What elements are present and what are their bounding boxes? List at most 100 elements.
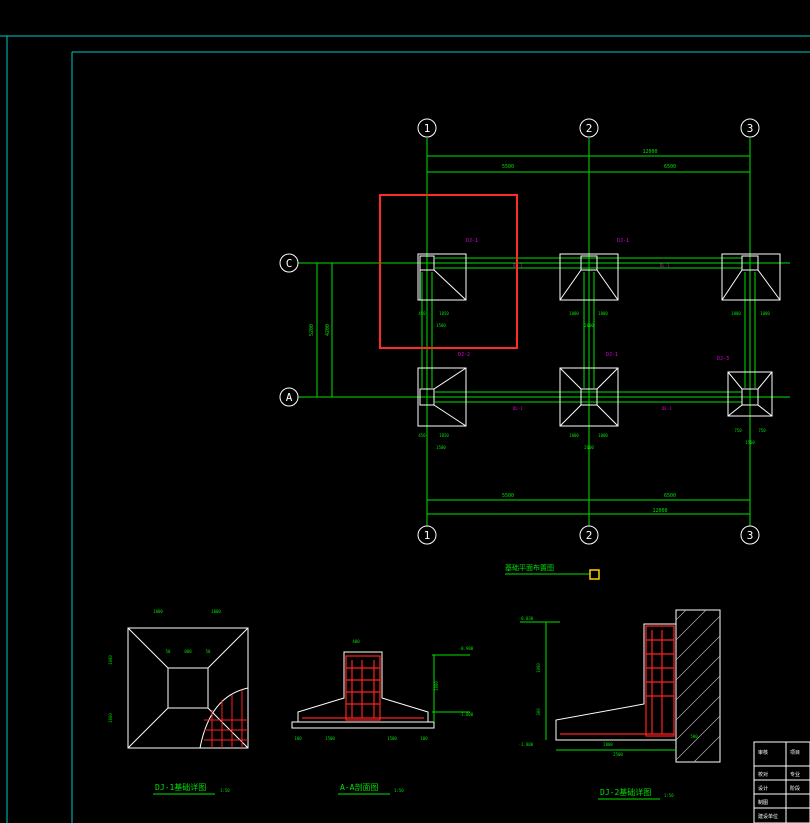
footing-a1[interactable] (417, 367, 467, 427)
detail-dj2 (555, 609, 721, 763)
dj1-dim-1: 1000 (211, 609, 221, 614)
detail-section-aa-rebar (302, 655, 424, 721)
fd-a1-t: 1500 (436, 445, 446, 450)
footing-tag-c1: DJ-1 (466, 238, 478, 244)
axis-label-3-top: 3 (747, 122, 754, 135)
dim-top-total: 12000 (642, 149, 657, 155)
beam-tag-c: DL-1 (513, 263, 523, 268)
dj1-dim-3: 800 (184, 649, 192, 654)
footing-c2[interactable] (559, 253, 619, 301)
footings-plan (417, 253, 781, 427)
tie-beams (421, 257, 756, 403)
dim-top-1: 5500 (502, 164, 514, 170)
dj1-dim-2: 50 (166, 649, 171, 654)
aa-dim-3: 100 (294, 736, 302, 741)
detail-dj1-rebar (204, 690, 248, 748)
dim-left-1: 5200 (309, 324, 315, 336)
dj1-dim-4: 50 (206, 649, 211, 654)
fd-a3-t: 1500 (745, 440, 755, 445)
axis-bubble-a (279, 387, 299, 407)
detail-aa-title: A-A剖面图 (340, 782, 378, 792)
beam-tag-a: DL-1 (513, 406, 523, 411)
dj2-dim-6: 500 (690, 734, 698, 739)
aa-dim-4: 100 (420, 736, 428, 741)
detail-dj2-hatch (675, 609, 721, 763)
detail-dj2-scale: 1:50 (664, 793, 674, 798)
axis-label-1-top: 1 (424, 122, 431, 135)
footing-tag-a3: DJ-3 (717, 356, 729, 362)
dj2-dim-lines (520, 621, 676, 751)
snap-marker-icon[interactable] (589, 569, 600, 580)
fd-c3-w1: 1000 (731, 311, 741, 316)
fd-a2-w1: 1000 (569, 433, 579, 438)
axis-lines (298, 138, 790, 526)
aa-dim-5: -0.900 (459, 646, 474, 651)
axis-bubble-3-bottom (740, 525, 760, 545)
dim-left-2: 4200 (325, 324, 331, 336)
aa-elev-lines (432, 654, 470, 722)
footing-c3[interactable] (721, 253, 781, 301)
dj2-dim-2: 300 (536, 708, 541, 716)
axis-bubble-2-top (579, 118, 599, 138)
tb-row-0: 审核 (758, 749, 768, 756)
dj1-dim-0: 1000 (153, 609, 163, 614)
dim-bottom-1: 5500 (502, 493, 514, 499)
detail-dj1-scale: 1:50 (220, 788, 230, 793)
drawing-frame (0, 35, 810, 823)
axis-bubbles (279, 118, 760, 545)
detail-dj2-title: DJ-2基础详图 (600, 787, 651, 797)
aa-dim-2: 1500 (387, 736, 397, 741)
dj1-dim-6: 1000 (108, 713, 113, 723)
beam-tag-a2: DL-1 (662, 406, 672, 411)
axis-label-a: A (286, 391, 293, 404)
footing-tag-a1: DJ-2 (458, 352, 470, 358)
footing-a2[interactable] (559, 367, 619, 427)
axis-label-3-bottom: 3 (747, 529, 754, 542)
dim-bottom-2: 6500 (664, 493, 676, 499)
fd-c1-t: 1500 (436, 323, 446, 328)
tb-row-3: 制图 (758, 799, 768, 806)
axis-bubble-1-top (417, 118, 437, 138)
beam-tag-c2: DL-1 (660, 263, 670, 268)
fd-c2-t: 2000 (584, 323, 594, 328)
dj1-dim-5: 1000 (108, 655, 113, 665)
axis-bubble-2-bottom (579, 525, 599, 545)
fd-c3-w2: 1000 (760, 311, 770, 316)
detail-dj1 (127, 627, 249, 749)
tb-row-1: 校对 (758, 771, 768, 778)
detail-aa-scale: 1:50 (394, 788, 404, 793)
plan-title: 基础平面布置图 (505, 563, 554, 572)
fd-c2-w1: 1000 (569, 311, 579, 316)
aa-dim-7: 1000 (434, 681, 439, 691)
footing-c1[interactable] (417, 253, 467, 301)
axis-label-1-bottom: 1 (424, 529, 431, 542)
fd-c2-w2: 1000 (598, 311, 608, 316)
dj2-dim-0: -0.030 (519, 616, 534, 621)
aa-dim-6: -1.800 (459, 712, 474, 717)
tb-cell-2: 阶段 (790, 785, 800, 792)
footing-a3[interactable] (727, 371, 773, 417)
detail-dj2-rebar (560, 625, 675, 737)
dj2-dim-5: -1.800 (519, 742, 534, 747)
selection-box[interactable] (379, 194, 518, 349)
detail-dj1-title: DJ-1基础详图 (155, 782, 206, 792)
dj2-dim-3: 2000 (603, 742, 613, 747)
detail-section-aa (291, 651, 435, 729)
footing-tag-a2: DJ-1 (606, 352, 618, 358)
dim-bottom-total: 12000 (652, 508, 667, 514)
dj2-dim-1: 1000 (536, 663, 541, 673)
fd-a3-w2: 750 (758, 428, 766, 433)
tb-cell-0: 项目 (790, 750, 800, 756)
dj2-dim-4: 2500 (613, 752, 623, 757)
fd-a1-w2: 1050 (439, 433, 449, 438)
fd-a2-t: 2000 (584, 445, 594, 450)
fd-c1-w1: 450 (418, 311, 426, 316)
footing-tag-c2: DJ-1 (617, 238, 629, 244)
axis-label-2-bottom: 2 (586, 529, 593, 542)
axis-bubble-c (279, 253, 299, 273)
fd-a3-w1: 750 (734, 428, 742, 433)
tb-row-2: 设计 (758, 785, 768, 792)
aa-dim-0: 400 (352, 639, 360, 644)
fd-a1-w1: 450 (418, 433, 426, 438)
